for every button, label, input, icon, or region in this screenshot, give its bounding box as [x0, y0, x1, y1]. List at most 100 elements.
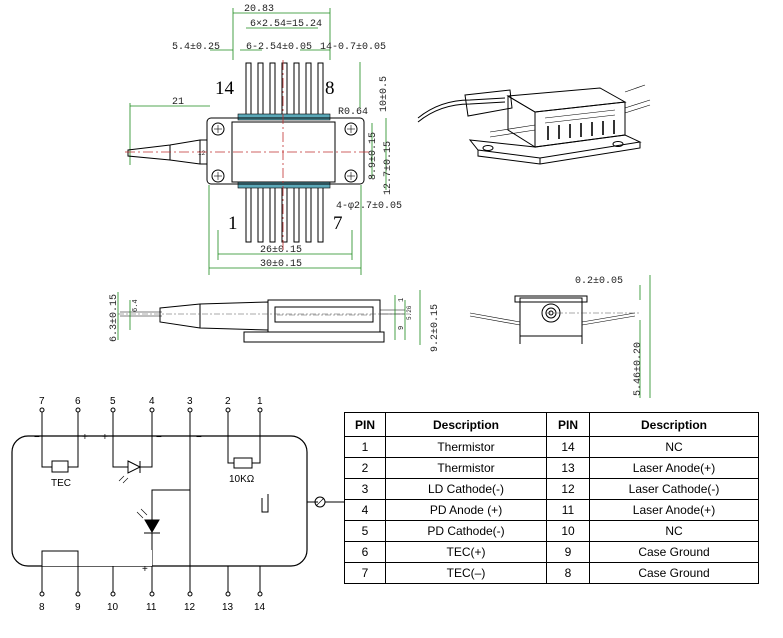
dim-hole-pitch: 26±0.15 [260, 245, 302, 256]
top-pin-7: 7 [39, 396, 45, 407]
table-row: 5 PD Cathode(-) 10 NC [344, 520, 759, 542]
dim-fiber-height: 6.4 [132, 299, 140, 312]
thermistor-element [233, 457, 253, 469]
mount-hole [344, 169, 358, 183]
dim-pin-offset: 5.46±0.20 [633, 342, 644, 396]
dim-offset-left: 5.4±0.25 [172, 42, 220, 53]
description-cell: Case Ground [589, 541, 759, 563]
top-pins [245, 62, 324, 119]
dim-overall-height: 6.3±0.15 [109, 294, 120, 342]
description-cell: Case Ground [589, 562, 759, 584]
description-cell: NC [589, 520, 759, 542]
bottom-pin-11: 11 [146, 602, 157, 613]
flange [206, 117, 365, 185]
corner-label-7: 7 [333, 213, 343, 234]
thermistor-label: 10KΩ [229, 474, 255, 485]
dim-small-c: 9 [398, 326, 406, 330]
table-row: 1 Thermistor 14 NC [344, 436, 759, 458]
dim-pin-size: 14-0.7±0.05 [320, 42, 386, 53]
corner-label-1: 1 [228, 213, 238, 234]
isometric-view [417, 84, 651, 165]
sign-plus: + [142, 564, 148, 575]
description-cell: Laser Anode(+) [589, 457, 759, 479]
sign-plus: + [82, 432, 88, 443]
dim-corner-radius: R0.64 [338, 107, 368, 118]
pin-cell: 2 [344, 457, 386, 479]
dim-body-height: 12.7±0.15 [383, 141, 394, 195]
dim-pin-pitch: 6-2.54±0.05 [246, 42, 312, 53]
dim-fiber-dia: 12 [198, 150, 206, 157]
header-pin: PIN [344, 412, 386, 437]
table-row: 4 PD Anode (+) 11 Laser Anode(+) [344, 499, 759, 521]
top-pin-1: 1 [257, 396, 263, 407]
tec-element [51, 460, 69, 473]
fiber-boot [127, 139, 208, 165]
sign-minus: − [156, 432, 162, 443]
sign-minus: − [196, 432, 202, 443]
table-row: 3 LD Cathode(-) 12 Laser Cathode(-) [344, 478, 759, 500]
table-row: 7 TEC(–) 8 Case Ground [344, 562, 759, 584]
pin-table: PIN Description PIN Description 1 Thermi… [344, 412, 759, 584]
description-cell: TEC(+) [385, 541, 547, 563]
pin-cell: 12 [546, 478, 590, 500]
top-pin-6: 6 [75, 396, 81, 407]
description-cell: TEC(–) [385, 562, 547, 584]
bottom-pin-8: 8 [39, 602, 45, 613]
description-cell: LD Cathode(-) [385, 478, 547, 500]
mount-hole [344, 122, 358, 136]
description-cell: Thermistor [385, 457, 547, 479]
table-row: 2 Thermistor 13 Laser Anode(+) [344, 457, 759, 479]
dim-pin-thickness: 0.2±0.05 [575, 276, 623, 287]
bottom-pins [245, 184, 324, 243]
description-cell: NC [589, 436, 759, 458]
bottom-pin-10: 10 [107, 602, 119, 613]
mount-hole [211, 122, 225, 136]
dim-package-height: 9.2±0.15 [430, 304, 441, 352]
top-pin-5: 5 [110, 396, 116, 407]
package-outline [11, 435, 308, 567]
table-header-row: PIN Description PIN Description [344, 412, 759, 437]
photodiode-icon [127, 460, 142, 474]
description-cell: Laser Anode(+) [589, 499, 759, 521]
top-pin-2: 2 [225, 396, 231, 407]
pin-cell: 11 [546, 499, 590, 521]
dim-fiber-length: 21 [172, 97, 184, 108]
pin-cell: 7 [344, 562, 386, 584]
dim-overall-width: 20.83 [244, 4, 274, 15]
bottom-pin-9: 9 [75, 602, 81, 613]
top-view: 20.83 6×2.54=15.24 5.4±0.25 6-2.54±0.05 … [125, 4, 402, 275]
pin-cell: 5 [344, 520, 386, 542]
pin-cell: 9 [546, 541, 590, 563]
pin-cell: 10 [546, 520, 590, 542]
dim-pin-length: 10±0.5 [379, 76, 390, 112]
side-view: 6.3±0.15 6.4 5.26 1 9 9.2±0.15 [109, 290, 441, 352]
dim-holes: 4-φ2.7±0.05 [336, 201, 402, 212]
header-description: Description [589, 412, 759, 437]
pin-cell: 14 [546, 436, 590, 458]
dim-small-b: 1 [398, 298, 406, 302]
description-cell: Thermistor [385, 436, 547, 458]
dim-flange-width: 30±0.15 [260, 259, 302, 270]
mount-hole [211, 169, 225, 183]
laser-diode-icon [144, 519, 160, 533]
sign-minus: − [34, 432, 40, 443]
header-pin: PIN [546, 412, 590, 437]
pin-cell: 13 [546, 457, 590, 479]
bottom-pin-12: 12 [184, 602, 196, 613]
description-cell: PD Cathode(-) [385, 520, 547, 542]
corner-label-14: 14 [215, 78, 235, 99]
pin-cell: 1 [344, 436, 386, 458]
description-cell: Laser Cathode(-) [589, 478, 759, 500]
corner-label-8: 8 [325, 78, 335, 99]
bottom-pin-13: 13 [222, 602, 234, 613]
pin-cell: 8 [546, 562, 590, 584]
top-pin-4: 4 [149, 396, 155, 407]
case-ground-symbol [261, 494, 269, 513]
header-description: Description [385, 412, 547, 437]
top-pin-3: 3 [187, 396, 193, 407]
pin-cell: 4 [344, 499, 386, 521]
dim-hole-spacing: 8.9±0.15 [368, 132, 379, 180]
end-view: 0.2±0.05 5.46±0.20 [469, 275, 651, 398]
package-body [231, 121, 336, 183]
